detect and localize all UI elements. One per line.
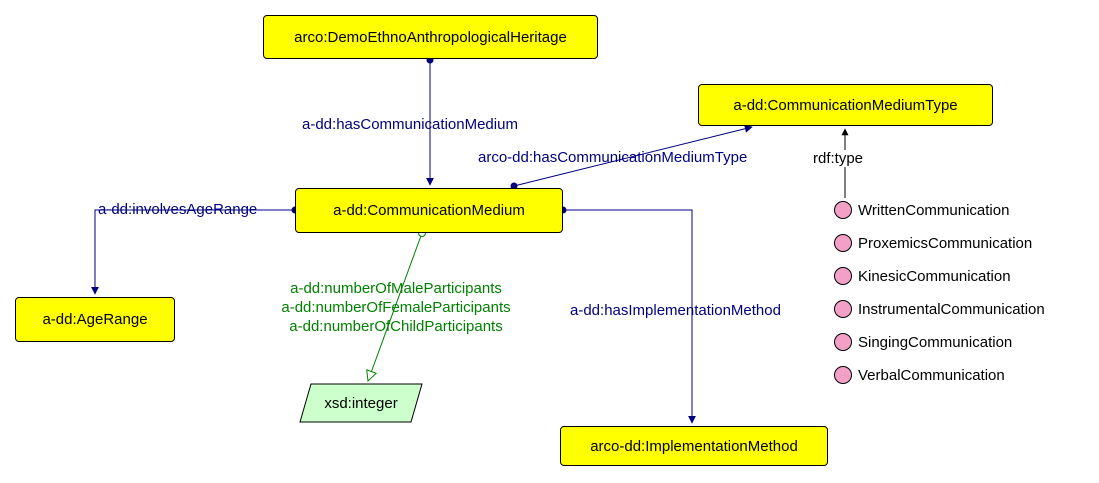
label-has-implementation-method: a-dd:hasImplementationMethod <box>570 302 781 319</box>
edge-has-communication-medium-type <box>513 124 753 187</box>
edge-number-of-participants <box>368 232 423 381</box>
individual-label: SingingCommunication <box>858 333 1013 351</box>
individual-icon <box>834 267 852 285</box>
individual-label: KinesicCommunication <box>858 267 1011 285</box>
node-xsd-integer-label: xsd:integer <box>324 394 398 412</box>
individual-instrumental-communication[interactable]: InstrumentalCommunication <box>834 300 1045 318</box>
node-xsd-integer[interactable]: xsd:integer <box>299 383 423 423</box>
individual-icon <box>834 300 852 318</box>
label-number-of-participants: a-dd:numberOfMaleParticipants a-dd:numbe… <box>256 279 536 336</box>
node-implementation-method[interactable]: arco-dd:ImplementationMethod <box>560 426 828 466</box>
node-communication-medium[interactable]: a-dd:CommunicationMedium <box>295 188 563 233</box>
individual-icon <box>834 234 852 252</box>
individual-label: ProxemicsCommunication <box>858 234 1033 252</box>
individual-label: InstrumentalCommunication <box>858 300 1045 318</box>
label-has-communication-medium: a-dd:hasCommunicationMedium <box>302 116 518 133</box>
individual-label: WrittenCommunication <box>858 201 1010 219</box>
label-rdf-type: rdf:type <box>813 150 864 167</box>
edge-has-implementation-method <box>563 209 696 424</box>
edge-has-communication-medium-type-start <box>510 182 518 190</box>
edge-involves-age-range <box>91 209 295 295</box>
individual-verbal-communication[interactable]: VerbalCommunication <box>834 366 1005 384</box>
individual-singing-communication[interactable]: SingingCommunication <box>834 333 1012 351</box>
node-age-range[interactable]: a-dd:AgeRange <box>15 297 175 342</box>
individual-icon <box>834 366 852 384</box>
label-number-of-male-participants: a-dd:numberOfMaleParticipants <box>290 280 502 297</box>
individual-icon <box>834 333 852 351</box>
label-number-of-child-participants: a-dd:numberOfChildParticipants <box>289 318 503 335</box>
label-involves-age-range: a-dd:involvesAgeRange <box>98 201 258 218</box>
individual-kinesic-communication[interactable]: KinesicCommunication <box>834 267 1011 285</box>
label-number-of-female-participants: a-dd:numberOfFemaleParticipants <box>281 299 511 316</box>
individual-written-communication[interactable]: WrittenCommunication <box>834 201 1009 219</box>
node-demo-ethno-anthropological-heritage[interactable]: arco:DemoEthnoAnthropologicalHeritage <box>263 15 598 59</box>
individual-icon <box>834 201 852 219</box>
individual-proxemics-communication[interactable]: ProxemicsCommunication <box>834 234 1032 252</box>
label-has-communication-medium-type: arco-dd:hasCommunicationMediumType <box>478 149 748 166</box>
individual-label: VerbalCommunication <box>858 366 1005 384</box>
node-communication-medium-type[interactable]: a-dd:CommunicationMediumType <box>698 84 993 126</box>
